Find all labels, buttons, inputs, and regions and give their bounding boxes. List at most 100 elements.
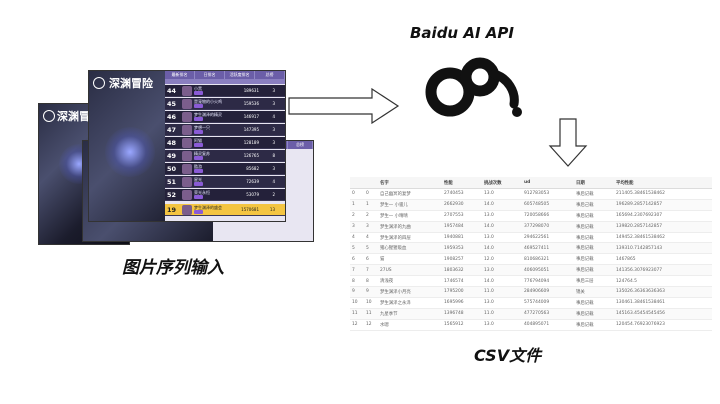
csv-cell: 294622561: [522, 232, 574, 244]
csv-cell: 810686321: [522, 253, 574, 266]
csv-cell: 2707553: [442, 210, 482, 222]
csv-cell: 事后记载: [574, 319, 614, 331]
csv-cell: 12: [350, 319, 364, 331]
csv-cell: 13.0: [482, 264, 522, 277]
csv-cell: 3: [350, 221, 364, 233]
csv-cell: 0: [350, 188, 364, 200]
csv-cell: 720058666: [522, 210, 574, 222]
tab-activity[interactable]: 活跃度排名: [225, 71, 255, 79]
csv-cell: 13.0: [482, 319, 522, 331]
level-badge: [194, 169, 203, 173]
avatar: [182, 151, 192, 161]
tab-total[interactable]: 总榜: [255, 71, 285, 79]
csv-cell: 事后记载: [574, 242, 614, 255]
csv-cell: 6: [350, 253, 364, 266]
csv-cell: 2740453: [442, 188, 482, 200]
csv-cell: 145163.45454545456: [614, 308, 712, 320]
csv-cell: 猫: [378, 253, 442, 266]
csv-cell: 8: [350, 275, 364, 288]
csv-cell: 27US: [378, 264, 442, 277]
tab-latest[interactable]: 最新排名: [165, 71, 195, 79]
level-badge: [194, 210, 203, 214]
csv-cell: 12.0: [482, 253, 522, 266]
avatar: [182, 190, 192, 200]
back-arrow-icon: [43, 110, 55, 122]
csv-cell: 1695996: [442, 297, 482, 309]
csv-cell: 477270563: [522, 308, 574, 320]
csv-cell: 13.0: [482, 210, 522, 222]
csv-cell: 事后记载: [574, 264, 614, 277]
csv-cell: 4: [364, 232, 378, 244]
csv-cell: 1940881: [442, 232, 482, 244]
csv-cell: 梦生渊泽小月亮: [378, 286, 442, 298]
tab-daily[interactable]: 日排名: [195, 71, 225, 79]
csv-cell: 4: [350, 232, 364, 244]
csv-cell: 14.0: [482, 199, 522, 211]
csv-cell: 0: [364, 188, 378, 200]
csv-cell: 165694.2307692307: [614, 210, 712, 222]
csv-cell: 575744009: [522, 297, 574, 309]
csv-cell: 1795200: [442, 286, 482, 298]
csv-cell: 211405.38461538462: [614, 188, 712, 200]
csv-cell: 事后记载: [574, 232, 614, 244]
input-label: 图片序列输入: [122, 258, 224, 278]
csv-cell: 5: [350, 242, 364, 255]
csv-cell: 1908257: [442, 253, 482, 266]
csv-cell: 13.0: [482, 188, 522, 200]
csv-cell: 11.0: [482, 308, 522, 320]
avatar: [182, 86, 192, 96]
csv-cell: 1746574: [442, 275, 482, 288]
baidu-logo-icon: [418, 52, 528, 124]
api-label: Baidu AI API: [410, 24, 514, 42]
avatar: [182, 138, 192, 148]
level-badge: [194, 156, 203, 160]
csv-cell: 14.0: [482, 221, 522, 233]
csv-cell: 377298070: [522, 221, 574, 233]
csv-cell: 事后记载: [574, 210, 614, 222]
csv-cell: 事后记载: [574, 221, 614, 233]
csv-cell: 11: [350, 308, 364, 320]
csv-cell: 1: [350, 199, 364, 211]
csv-cell: 406095051: [522, 264, 574, 277]
game-title: 深渊冒险: [109, 77, 153, 90]
csv-cell: 9: [364, 286, 378, 298]
csv-cell: 124764.5: [614, 275, 712, 288]
csv-cell: 8: [364, 275, 378, 288]
csv-cell: 1803632: [442, 264, 482, 277]
csv-cell: 149452.38461538462: [614, 232, 712, 244]
csv-cell: 120454.76923076923: [614, 319, 712, 331]
csv-cell: 13.0: [482, 297, 522, 309]
csv-cell: 11.0: [482, 286, 522, 298]
csv-cell: 梦生渊泽的四层: [378, 232, 442, 244]
csv-cell: 1959353: [442, 242, 482, 255]
csv-cell: 135026.36363636363: [614, 286, 712, 298]
csv-cell: 130461.38461538461: [614, 297, 712, 309]
level-badge: [194, 91, 203, 95]
avatar: [182, 125, 192, 135]
csv-cell: 469527411: [522, 242, 574, 255]
csv-cell: 梦生渊泽之永泽: [378, 297, 442, 309]
csv-cell: 139310.7142857143: [614, 242, 712, 255]
avatar: [182, 99, 192, 109]
avatar: [182, 205, 192, 215]
csv-cell: 284906609: [522, 286, 574, 298]
csv-cell: 776794094: [522, 275, 574, 288]
csv-cell: 事后三层: [574, 275, 614, 288]
